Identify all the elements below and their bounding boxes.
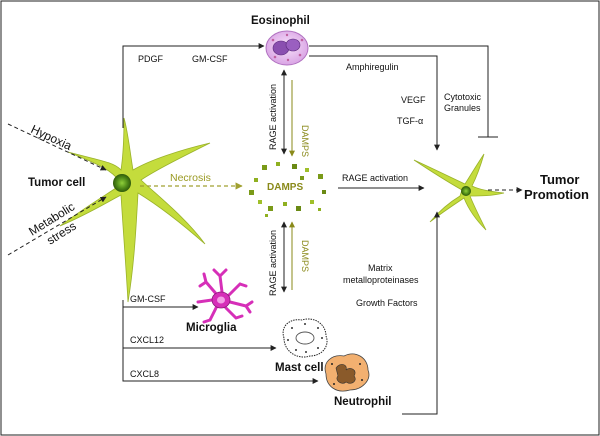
mast-cell-shape: [282, 318, 328, 358]
tumor-cell-shape: [59, 117, 211, 303]
eosinophil-label: Eosinophil: [251, 15, 310, 27]
promoted-tumor-cell-nucleus: [461, 186, 471, 196]
pdgf-label: PDGF: [138, 54, 164, 64]
tumor-to-neutrophil-arrow: [122, 300, 319, 384]
rage-activation-lower-label: RAGE activation: [268, 230, 278, 296]
damps-cluster: [249, 162, 326, 217]
cytotoxic-label-2: Granules: [444, 103, 481, 113]
cytotoxic-label-1: Cytotoxic: [444, 92, 482, 102]
cytotoxic-granules-line: [309, 45, 489, 137]
gm-csf-bottom-label: GM-CSF: [130, 294, 166, 304]
mast-cell-label: Mast cell: [275, 362, 324, 374]
neutrophil-shape: [324, 353, 370, 392]
metabolic-stress-arrow: [7, 196, 107, 256]
necrosis-label: Necrosis: [170, 172, 211, 184]
tgf-alpha-label: TGF-α: [397, 116, 423, 126]
tumor-promotion-label-1: Tumor: [540, 172, 579, 187]
growth-factors-label: Growth Factors: [356, 298, 418, 308]
eosinophil-to-tumor-promotion-arrow: [309, 55, 440, 151]
matrix-label-1: Matrix: [368, 263, 393, 273]
cxcl12-label: CXCL12: [130, 335, 164, 345]
eosinophil-shape: [265, 30, 309, 66]
damps-lower-label: DAMPS: [300, 240, 310, 272]
amphiregulin-label: Amphiregulin: [346, 62, 399, 72]
damps-cluster-label: DAMPS: [267, 182, 303, 193]
damps-upper-label: DAMPS: [300, 125, 310, 157]
rage-activation-right-label: RAGE activation: [342, 173, 408, 183]
tumor-cell-nucleus: [113, 174, 131, 192]
tumor-to-eosinophil-arrow: [122, 43, 265, 128]
matrix-label-2: metalloproteinases: [343, 275, 419, 285]
neutrophil-label: Neutrophil: [334, 396, 392, 408]
tumor-cell-label: Tumor cell: [28, 177, 85, 189]
microglia-label: Microglia: [186, 322, 237, 334]
neutrophil-to-tumor-promotion-arrow: [402, 211, 440, 415]
microglia-shape: [196, 268, 254, 324]
rage-activation-upper-label: RAGE activation: [268, 84, 278, 150]
cxcl8-label: CXCL8: [130, 369, 159, 379]
gm-csf-top-label: GM-CSF: [192, 54, 228, 64]
tumor-promotion-label-2: Promotion: [524, 187, 589, 202]
vegf-label: VEGF: [401, 95, 426, 105]
promoted-tumor-cell-shape: [413, 153, 505, 231]
